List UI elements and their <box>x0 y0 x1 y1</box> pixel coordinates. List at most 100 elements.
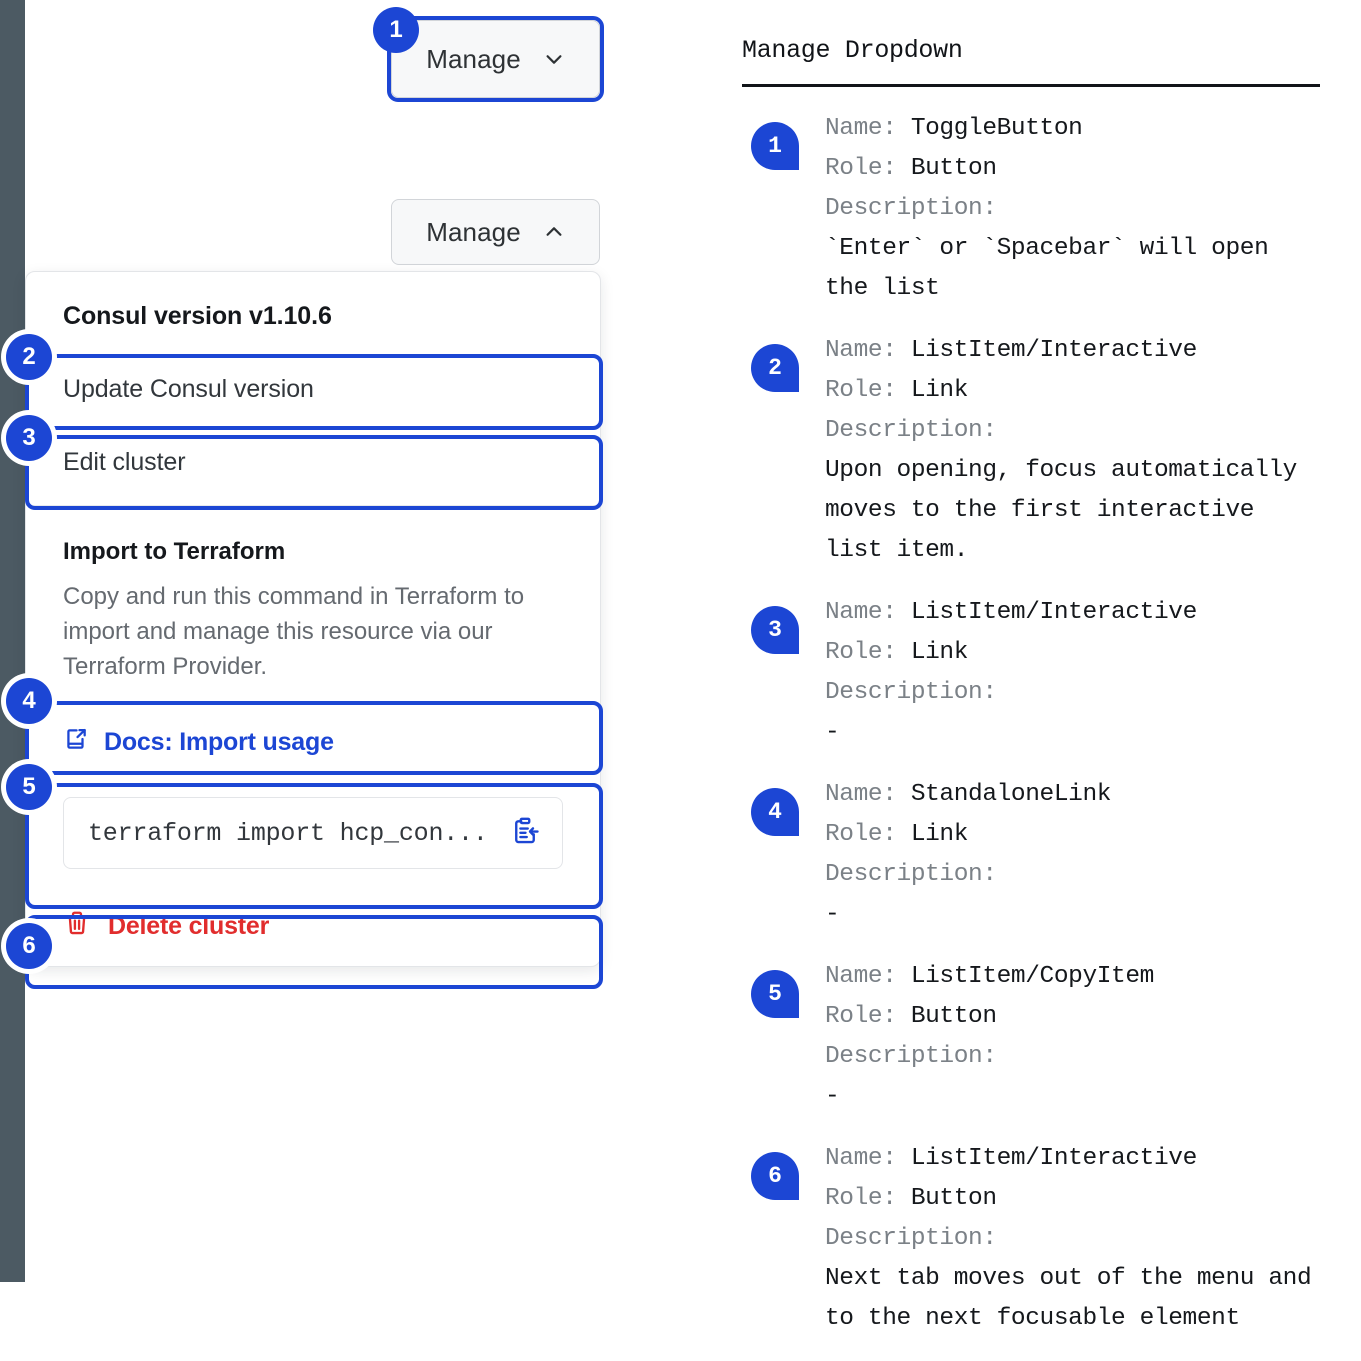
annotation-description-label: Description: <box>825 1043 997 1070</box>
annotation-name-value: ListItem/CopyItem <box>896 963 1155 990</box>
annotation-description: Description: <box>825 1037 1320 1077</box>
annotation-name: Name: ListItem/Interactive <box>825 1139 1320 1179</box>
annotation-name-value: StandaloneLink <box>896 781 1112 808</box>
chevron-down-icon <box>543 48 565 70</box>
annotation-name-label: Name: <box>825 781 897 808</box>
manage-dropdown-menu: Consul version v1.10.6 Update Consul ver… <box>25 271 601 968</box>
annotation-description-value: - <box>825 901 840 928</box>
panel-title: Manage Dropdown <box>742 36 963 65</box>
import-to-terraform-heading: Import to Terraform <box>63 538 286 565</box>
manage-toggle-label: Manage <box>426 43 521 74</box>
annotation-description-value: Upon opening, focus automatically moves … <box>825 457 1312 564</box>
annotation-description-label: Description: <box>825 679 997 706</box>
annotation-role-value: Button <box>896 155 997 182</box>
menu-divider <box>26 505 600 506</box>
annotation-role-label: Role: <box>825 377 897 404</box>
annotation-description: Description: <box>825 189 1320 229</box>
annotation-name: Name: ListItem/Interactive <box>825 593 1320 633</box>
annotation-description-value: - <box>825 719 840 746</box>
docs-import-usage-link[interactable]: Docs: Import usage <box>26 706 600 779</box>
terraform-command-box[interactable]: terraform import hcp_con... <box>63 797 563 870</box>
annotation-name-label: Name: <box>825 599 897 626</box>
annotation-description-label: Description: <box>825 417 997 444</box>
left-dark-rail <box>0 0 25 1282</box>
annotation-role: Role: Link <box>825 371 1320 411</box>
mock-ui-region: Manage Manage Consul version v1.10.6 Upd… <box>0 0 700 1282</box>
annotation-pin-badge: 2 <box>751 344 799 392</box>
callout-badge-6: 6 <box>6 923 52 969</box>
annotation-description-value: `Enter` or `Spacebar` will open the list <box>825 235 1283 302</box>
terraform-command-row: terraform import hcp_con... <box>26 779 600 887</box>
annotation-role-value: Button <box>896 1185 997 1212</box>
annotation-role-value: Link <box>896 639 969 666</box>
annotation-name-label: Name: <box>825 115 897 142</box>
import-to-terraform-description: Copy and run this command in Terraform t… <box>63 583 525 680</box>
delete-cluster-label: Delete cluster <box>108 912 270 941</box>
manage-toggle-label-expanded: Manage <box>426 216 521 247</box>
annotation-description: Description: <box>825 1219 1320 1259</box>
callout-badge-3: 3 <box>6 415 52 461</box>
annotation-pin-badge: 3 <box>751 606 799 654</box>
annotation-role: Role: Link <box>825 815 1320 855</box>
menu-item-edit-cluster[interactable]: Edit cluster <box>26 426 600 499</box>
annotation-name: Name: ListItem/CopyItem <box>825 957 1320 997</box>
manage-toggle-button-expanded[interactable]: Manage <box>391 199 600 265</box>
callout-badge-2: 2 <box>6 334 52 380</box>
menu-item-update-consul-version[interactable]: Update Consul version <box>26 353 600 426</box>
annotation-name-label: Name: <box>825 1145 897 1172</box>
annotation-description: Description: <box>825 673 1320 713</box>
annotation-name-label: Name: <box>825 963 897 990</box>
annotation-role: Role: Button <box>825 1179 1320 1219</box>
chevron-up-icon <box>543 221 565 243</box>
annotation-role-label: Role: <box>825 1185 897 1212</box>
annotation-name-value: ToggleButton <box>896 115 1083 142</box>
annotation-pin-badge: 4 <box>751 788 799 836</box>
annotation-description-value: Next tab moves out of the menu and to th… <box>825 1265 1326 1332</box>
annotation-name-value: ListItem/Interactive <box>896 1145 1197 1172</box>
consul-version-header: Consul version v1.10.6 <box>63 302 332 330</box>
annotation-name-label: Name: <box>825 337 897 364</box>
callout-badge-5: 5 <box>6 764 52 810</box>
callout-badge-4: 4 <box>6 678 52 724</box>
trash-icon <box>63 909 91 944</box>
manage-toggle-button-collapsed[interactable]: Manage <box>391 20 600 98</box>
panel-divider <box>742 84 1320 87</box>
terraform-command-text: terraform import hcp_con... <box>88 818 488 848</box>
annotation-description-label: Description: <box>825 195 997 222</box>
annotation-pin-badge: 5 <box>751 970 799 1018</box>
annotation-role-value: Button <box>896 1003 997 1030</box>
annotation-role: Role: Button <box>825 997 1320 1037</box>
annotation-role-value: Link <box>896 821 969 848</box>
annotation-role-value: Link <box>896 377 969 404</box>
annotation-role: Role: Button <box>825 149 1320 189</box>
annotation-role: Role: Link <box>825 633 1320 673</box>
docs-external-link-icon <box>63 726 89 759</box>
annotation-role-label: Role: <box>825 639 897 666</box>
docs-import-usage-label: Docs: Import usage <box>104 728 334 757</box>
annotation-description-value: - <box>825 1083 840 1110</box>
annotation-name: Name: ToggleButton <box>825 109 1320 149</box>
annotation-description-label: Description: <box>825 861 997 888</box>
annotation-name-value: ListItem/Interactive <box>896 599 1197 626</box>
annotation-description: Description: <box>825 855 1320 895</box>
annotation-name-value: ListItem/Interactive <box>896 337 1197 364</box>
annotation-name: Name: ListItem/Interactive <box>825 331 1320 371</box>
annotation-role-label: Role: <box>825 1003 897 1030</box>
copy-to-clipboard-icon[interactable] <box>510 816 540 851</box>
annotation-role-label: Role: <box>825 821 897 848</box>
annotation-pin-badge: 6 <box>751 1152 799 1200</box>
menu-item-delete-cluster[interactable]: Delete cluster <box>26 887 600 966</box>
